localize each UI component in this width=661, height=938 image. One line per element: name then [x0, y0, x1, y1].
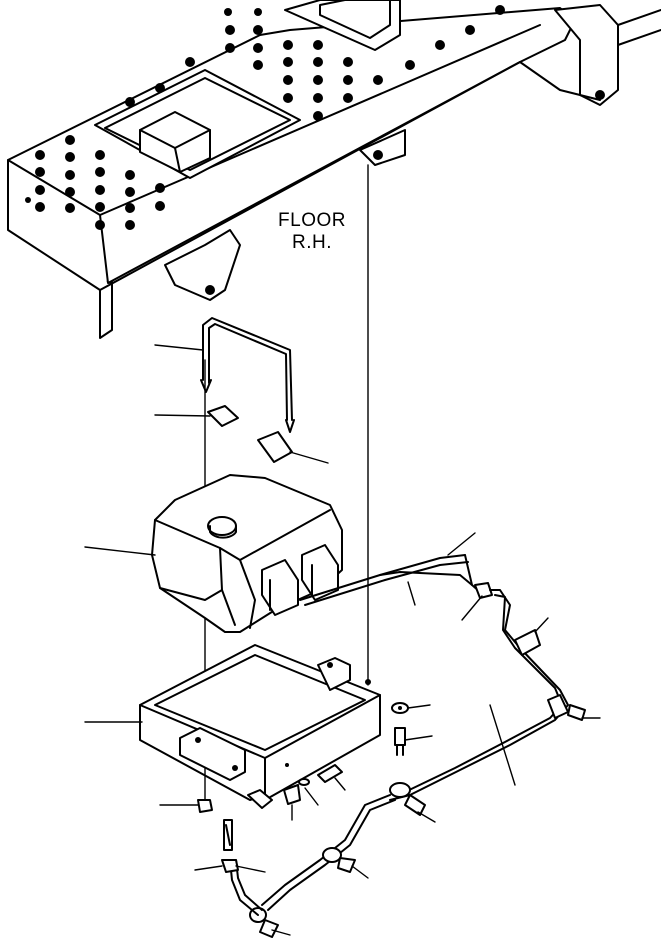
spacer-pads [154, 405, 329, 464]
tank [84, 474, 343, 633]
floor-frame [7, 0, 661, 339]
harness [194, 532, 601, 938]
floor-label-line2: R.H. [292, 232, 332, 253]
floor-holes [35, 5, 505, 230]
u-strap [154, 317, 295, 433]
floor-rh-label: FLOOR R.H. [266, 210, 358, 254]
mounting-tray [84, 644, 381, 809]
fasteners [159, 702, 433, 821]
floor-label-line1: FLOOR [278, 210, 346, 231]
